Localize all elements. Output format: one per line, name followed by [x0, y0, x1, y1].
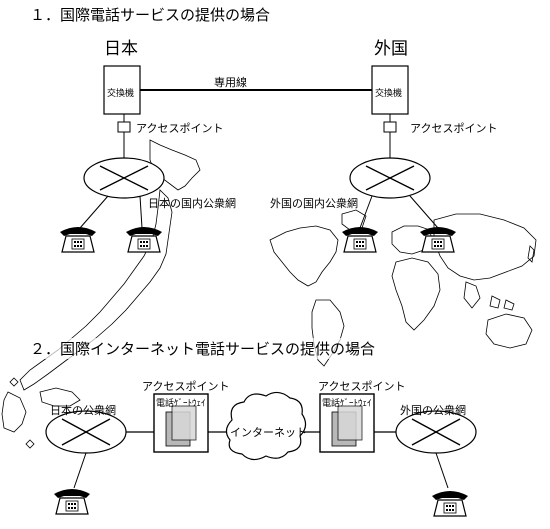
- phone-icon: [54, 489, 90, 515]
- japan-domestic-network-label: 日本の国内公衆網: [148, 197, 236, 210]
- gateway-left-label: 電話ｹﾞｰﾄｳｪｲ: [156, 399, 206, 409]
- international-call-diagram: [79, 65, 439, 229]
- phone-icon: [60, 227, 96, 253]
- japan-network-switch: [83, 157, 165, 199]
- section1-title: １．国際電話サービスの提供の場合: [30, 6, 271, 24]
- phone-icon: [420, 227, 456, 253]
- foreign-domestic-network-label: 外国の国内公衆網: [270, 197, 358, 210]
- japan-label: 日本: [104, 39, 138, 59]
- exchange-right-label: 交換機: [375, 89, 403, 99]
- japan-public-network-label: 日本の公衆網: [50, 404, 116, 417]
- phone-icon: [126, 227, 162, 253]
- gateway-right-label: 電話ｹﾞｰﾄｳｪｲ: [322, 399, 372, 409]
- gateway-left: [153, 393, 209, 453]
- phone-icon: [342, 227, 378, 253]
- phone-icon: [432, 491, 468, 517]
- foreign-network-switch: [349, 157, 431, 199]
- foreign-public-network-label: 外国の公衆網: [400, 404, 466, 417]
- access-point-left-label: アクセスポイント: [136, 122, 224, 135]
- exchange-left-box: [103, 65, 141, 115]
- access-point-right-label: アクセスポイント: [410, 122, 498, 135]
- internet-label: インターネット: [230, 426, 307, 439]
- access-point-left-2-label: アクセスポイント: [142, 380, 230, 393]
- access-point-right-2-label: アクセスポイント: [318, 380, 406, 393]
- internet-cloud: [225, 391, 307, 461]
- exchange-left-label: 交換機: [107, 89, 135, 99]
- leased-line-label: 専用線: [214, 76, 247, 89]
- gateway-right: [319, 393, 375, 453]
- section2-title: ２．国際インターネット電話サービスの提供の場合: [30, 338, 376, 359]
- foreign-label: 外国: [374, 39, 408, 59]
